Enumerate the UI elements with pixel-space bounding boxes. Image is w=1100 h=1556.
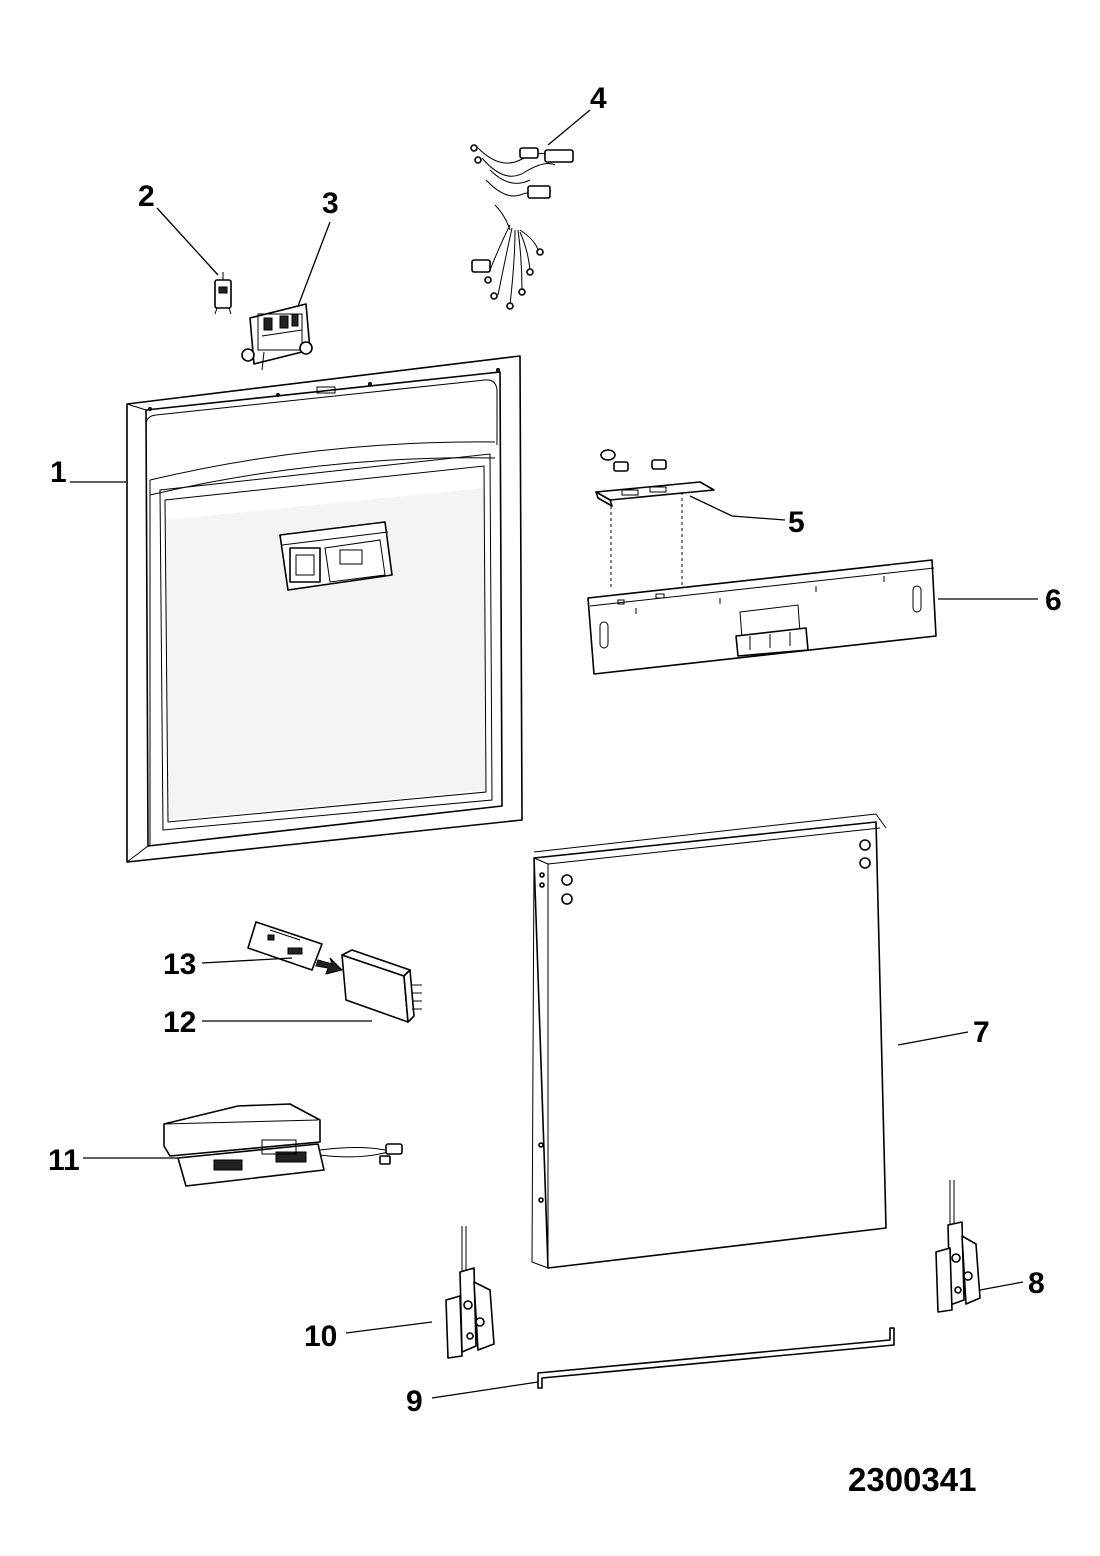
part-6-control-panel [587, 559, 937, 675]
part-13-label-plate [247, 921, 343, 975]
leader-10 [345, 1321, 433, 1334]
leader-5b [689, 495, 733, 517]
part-5-button-strip [595, 449, 715, 590]
callout-9: 9 [406, 1385, 423, 1418]
callout-8: 8 [1028, 1267, 1045, 1300]
leader-9 [431, 1381, 539, 1399]
part-9-rod [537, 1327, 895, 1389]
leader-4 [547, 109, 591, 146]
part-7-outer-door-panel [531, 813, 887, 1269]
callout-6: 6 [1045, 584, 1062, 617]
callout-11: 11 [48, 1144, 80, 1177]
callout-7: 7 [973, 1016, 990, 1049]
part-11-electronic-module [163, 1103, 403, 1187]
callout-13: 13 [163, 948, 196, 981]
callout-2: 2 [138, 180, 155, 213]
callout-1: 1 [50, 456, 67, 489]
part-1-inner-door [126, 355, 523, 863]
drawing-number: 2300341 [848, 1461, 976, 1498]
leader-2 [156, 207, 219, 276]
callout-4: 4 [590, 82, 607, 115]
part-10-left-hinge [445, 1226, 495, 1359]
callout-10: 10 [304, 1320, 337, 1353]
part-4-wiring-harness [470, 144, 574, 310]
leader-8 [979, 1281, 1024, 1291]
detergent-dispenser [279, 521, 393, 591]
part-8-right-hinge [935, 1180, 981, 1313]
part-3-door-latch [241, 303, 313, 371]
part-2-switch [214, 272, 232, 315]
callout-12: 12 [163, 1006, 196, 1039]
part-12-module-box [341, 949, 422, 1023]
callout-3: 3 [322, 187, 339, 220]
callout-5: 5 [788, 506, 805, 539]
leader-7 [897, 1031, 969, 1046]
leader-13 [201, 957, 293, 964]
leader-5 [731, 515, 786, 521]
leader-3 [297, 221, 331, 307]
